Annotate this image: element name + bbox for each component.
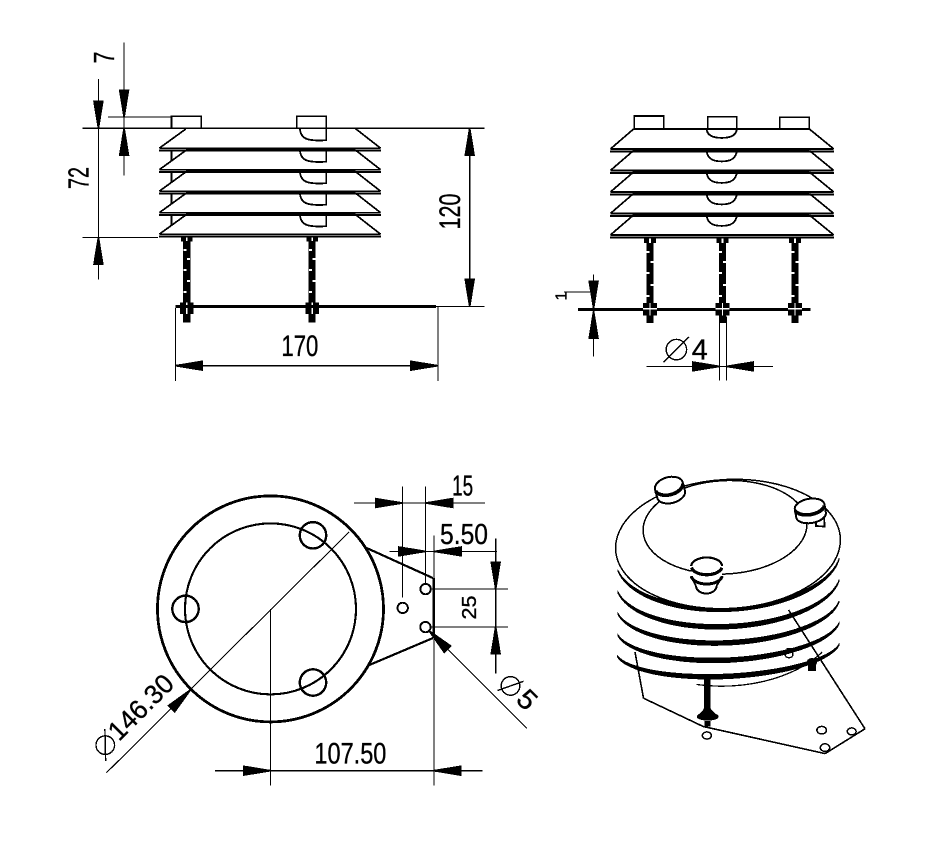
svg-text:7: 7 [89,52,121,64]
svg-text:1: 1 [554,291,571,300]
svg-text:25: 25 [459,596,481,620]
svg-text:15: 15 [452,471,473,503]
svg-text:4: 4 [692,334,708,366]
svg-text:170: 170 [281,330,318,363]
svg-text:5.50: 5.50 [440,519,488,551]
svg-text:107.50: 107.50 [314,737,386,770]
svg-text:72: 72 [64,167,96,189]
svg-text:120: 120 [434,194,467,230]
